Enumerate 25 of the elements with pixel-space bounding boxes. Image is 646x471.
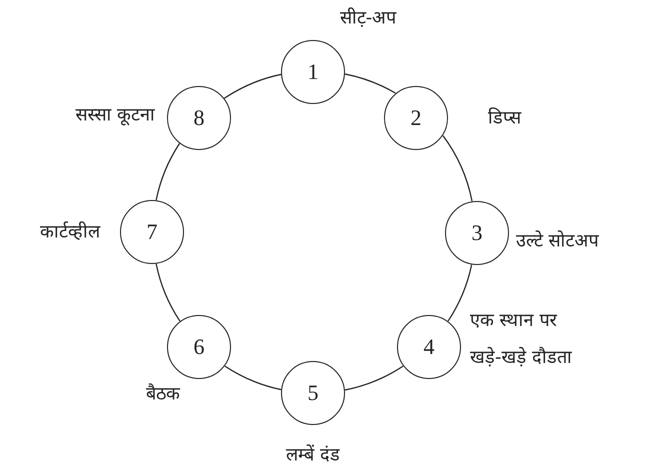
exercise-label: एक स्थान पर खड़े-खड़े दौडता <box>470 309 574 370</box>
step-number: 1 <box>308 61 318 83</box>
exercise-label: कार्टव्हील <box>40 220 100 244</box>
connector-arc <box>156 143 180 200</box>
step-number: 7 <box>146 221 158 243</box>
connector-arc <box>448 264 472 322</box>
connector-arc <box>156 264 180 322</box>
connector-arc <box>442 135 473 202</box>
step-number: 6 <box>194 336 204 358</box>
exercise-label: उल्टे सोटअप <box>516 229 599 254</box>
step-circle <box>384 86 448 150</box>
connector-arc <box>224 74 282 99</box>
exercise-label: बैठक <box>146 382 180 406</box>
exercise-label: सीट़-अप <box>340 6 396 30</box>
exercise-label: लम्बें दंड <box>286 443 340 468</box>
connector-arc <box>344 366 404 391</box>
exercise-label: डिप्स <box>488 106 521 130</box>
step-number: 3 <box>472 222 482 244</box>
step-number: 8 <box>194 107 204 129</box>
step-number: 2 <box>410 107 422 129</box>
step-number: 4 <box>424 336 434 358</box>
connector-arc <box>224 366 282 390</box>
exercise-label: सस्सा कूटना <box>75 104 155 128</box>
step-number: 5 <box>308 382 318 404</box>
connector-arc <box>344 73 396 94</box>
